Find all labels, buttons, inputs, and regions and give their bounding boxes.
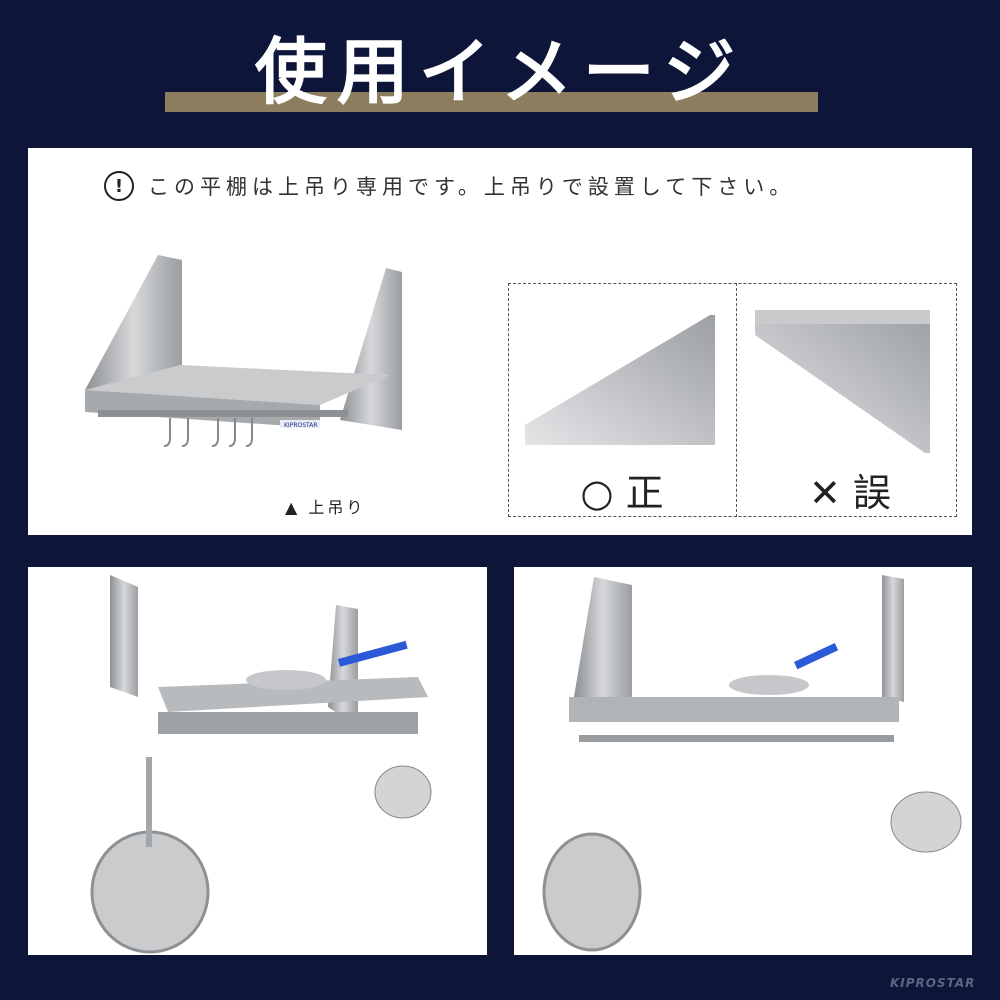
notice-text: この平棚は上吊り専用です。上吊りで設置して下さい。 <box>148 175 796 199</box>
correct-bracket-image <box>525 315 715 445</box>
shelf-logo: KIPROSTAR <box>284 422 318 429</box>
exclamation-circle-icon: ! <box>104 171 134 201</box>
comparison-divider <box>736 283 737 517</box>
notice: ! この平棚は上吊り専用です。上吊りで設置して下さい。 <box>104 170 795 202</box>
wrong-label: ✕ 誤 <box>809 471 891 515</box>
correct-label: ○ 正 <box>580 471 664 515</box>
product-caption: ▲ 上吊り <box>285 498 366 517</box>
page-title: 使用イメージ <box>254 30 746 114</box>
comparison-box <box>508 283 957 517</box>
title-underline <box>165 92 818 112</box>
wrong-bracket-image <box>755 310 930 453</box>
brand-logo: KIPROSTAR <box>890 976 976 990</box>
usage-photo-front <box>514 567 972 955</box>
usage-photo-angled <box>28 567 487 955</box>
shelf-product-image: KIPROSTAR <box>85 255 402 447</box>
